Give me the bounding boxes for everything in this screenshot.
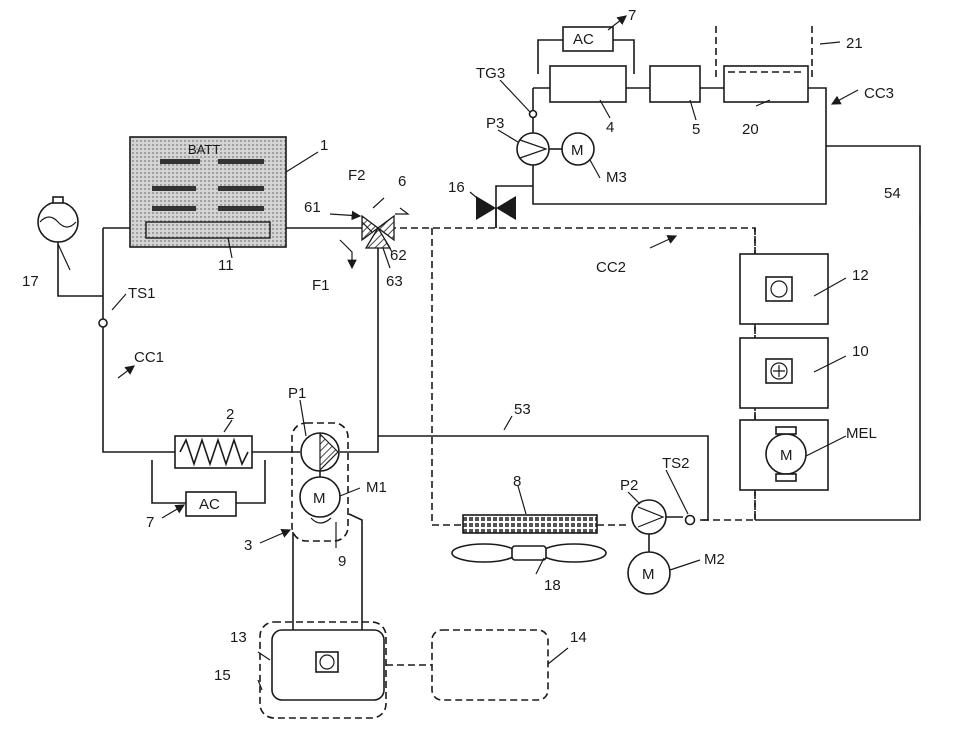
temperature-sensor-tg3: [530, 111, 537, 118]
label-motor-m1: M: [313, 490, 326, 507]
flow-arrow-f2: [330, 214, 360, 216]
label-cc2: CC2: [596, 259, 626, 276]
ref-5: 5: [692, 121, 700, 138]
ref-2: 2: [226, 406, 234, 423]
label-ac-top: AC: [573, 31, 594, 48]
label-ts2: TS2: [662, 455, 690, 472]
ref-17: 17: [22, 273, 39, 290]
ref-11: 11: [218, 257, 234, 274]
ref-53: 53: [514, 401, 531, 418]
temperature-sensor-ts1: [99, 319, 107, 327]
ref-1: 1: [320, 137, 328, 154]
label-f2: F2: [348, 167, 366, 184]
battery-cold-plate: [146, 222, 270, 238]
fan-18: [452, 544, 606, 562]
label-motor-mel-symbol: M: [780, 447, 793, 464]
label-motor-m3: M: [571, 142, 584, 159]
ref-18: 18: [544, 577, 561, 594]
ref-63: 63: [386, 273, 403, 290]
ref-62: 62: [390, 247, 407, 264]
label-m3: M3: [606, 169, 627, 186]
ref-15: 15: [214, 667, 231, 684]
wiring-m1-to-13: [293, 514, 362, 632]
label-batt: BATT: [188, 142, 220, 157]
label-mel: MEL: [846, 425, 877, 442]
ref-7-top: 7: [628, 7, 636, 24]
label-cc3: CC3: [864, 85, 894, 102]
sensor-9: [311, 518, 331, 523]
label-ac-bottom: AC: [199, 496, 220, 513]
ref-54: 54: [884, 185, 901, 202]
label-p3: P3: [486, 115, 504, 132]
ref-6: 6: [398, 173, 406, 190]
ref-10: 10: [852, 343, 869, 360]
ref-14: 14: [570, 629, 587, 646]
pump-p3: [517, 133, 549, 165]
label-motor-m2: M: [642, 566, 655, 583]
label-cc1: CC1: [134, 349, 164, 366]
expansion-tank: [38, 197, 78, 242]
ref-61: 61: [304, 199, 321, 216]
label-m2: M2: [704, 551, 725, 568]
radiator-8: [463, 515, 597, 533]
exchanger-5: [650, 66, 700, 102]
exchanger-20: [724, 66, 808, 102]
heat-exchanger-2: [175, 436, 252, 468]
pump-assembly-3: [292, 423, 348, 541]
circuit-cc2: [378, 228, 755, 525]
ref-8: 8: [513, 473, 521, 490]
device-10: [740, 338, 828, 408]
temperature-sensor-ts2: [686, 516, 695, 525]
ref-21: 21: [846, 35, 863, 52]
label-ts1: TS1: [128, 285, 156, 302]
label-tg3: TG3: [476, 65, 505, 82]
flow-arrow-f1: [340, 240, 352, 268]
ref-12: 12: [852, 267, 869, 284]
device-12: [740, 254, 828, 324]
ref-13: 13: [230, 629, 247, 646]
exchanger-4: [550, 66, 626, 102]
unit-14: [386, 630, 548, 700]
ref-4: 4: [606, 119, 614, 136]
label-f1: F1: [312, 277, 330, 294]
label-p1: P1: [288, 385, 306, 402]
label-p2: P2: [620, 477, 638, 494]
label-m1: M1: [366, 479, 387, 496]
pump-p2: [632, 500, 666, 534]
ref-3: 3: [244, 537, 252, 554]
ref-9: 9: [338, 553, 346, 570]
ref-20: 20: [742, 121, 759, 138]
ref-16: 16: [448, 179, 465, 196]
control-unit-13: [260, 622, 386, 718]
ref-7-bottom: 7: [146, 514, 154, 531]
